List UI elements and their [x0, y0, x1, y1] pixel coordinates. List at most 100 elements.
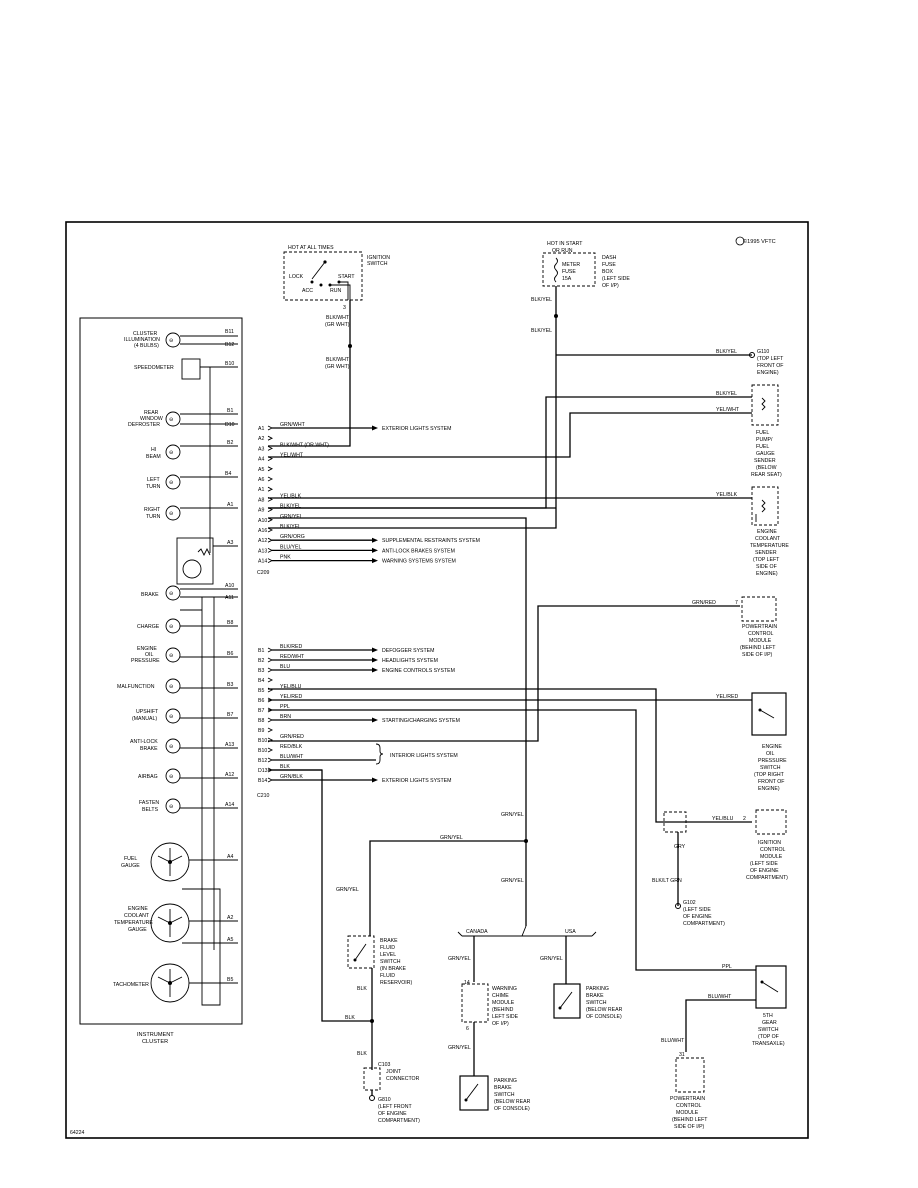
- svg-text:GRN/YEL: GRN/YEL: [448, 956, 471, 962]
- ignition-control-module: IGNITION CONTROL MODULE (LEFT SIDE OF EN…: [746, 809, 788, 881]
- hi-beam-indicator: ⊖ HI BEAM B2: [146, 440, 238, 460]
- svg-text:G110: G110: [757, 349, 769, 355]
- svg-text:GRN/YEL: GRN/YEL: [501, 878, 524, 884]
- pin-arrow-icon: [267, 425, 274, 431]
- pin-arrow-icon: [267, 667, 274, 673]
- svg-text:COMPARTMENT): COMPARTMENT): [378, 1118, 420, 1124]
- svg-text:GEAR: GEAR: [762, 1020, 777, 1026]
- wire-color-label: PPL: [280, 704, 290, 710]
- arrow-icon: [372, 425, 378, 431]
- svg-text:A1: A1: [227, 502, 233, 508]
- svg-text:CONNECTOR: CONNECTOR: [386, 1076, 420, 1082]
- svg-text:5TH: 5TH: [763, 1013, 773, 1019]
- pin-arrow-icon: [267, 537, 274, 543]
- connector-pin: A16: [258, 528, 267, 534]
- svg-text:3: 3: [343, 305, 346, 311]
- svg-text:B1: B1: [227, 408, 233, 414]
- svg-text:B7: B7: [227, 712, 233, 718]
- wire-color-label: RED/WHT: [280, 654, 305, 660]
- svg-text:⊖: ⊖: [169, 450, 173, 456]
- svg-text:(GR WHT): (GR WHT): [325, 364, 350, 370]
- svg-text:DEFROSTER: DEFROSTER: [128, 422, 160, 428]
- svg-text:REAR: REAR: [144, 410, 159, 416]
- svg-text:7: 7: [735, 600, 738, 606]
- svg-text:B11: B11: [225, 329, 234, 335]
- svg-text:AIRBAG: AIRBAG: [138, 774, 158, 780]
- svg-text:BLK/YEL: BLK/YEL: [531, 297, 552, 303]
- svg-text:(TOP LEFT: (TOP LEFT: [757, 356, 784, 362]
- arrow-icon: [372, 777, 378, 783]
- svg-text:(BEHIND: (BEHIND: [492, 1007, 514, 1013]
- svg-text:RESERVOIR): RESERVOIR): [380, 980, 412, 986]
- svg-text:ENGINE): ENGINE): [758, 786, 780, 792]
- svg-text:⊖: ⊖: [169, 480, 173, 486]
- connector-pin: A9: [258, 508, 264, 514]
- powertrain-control-module-1: 7 POWERTRAIN CONTROL MODULE (BEHIND LEFT…: [735, 596, 777, 658]
- svg-text:HOT IN START: HOT IN START: [547, 241, 583, 247]
- svg-text:MODULE: MODULE: [760, 854, 783, 860]
- wire-color-label: RED/BLK: [280, 744, 303, 750]
- wire-color-label: YEL/RED: [280, 694, 302, 700]
- pin-arrow-icon: [267, 747, 274, 753]
- svg-text:SIDE OF I/P): SIDE OF I/P): [674, 1124, 705, 1130]
- svg-text:SWITCH: SWITCH: [494, 1092, 515, 1098]
- system-destination: SUPPLEMENTAL RESTRAINTS SYSTEM: [382, 538, 480, 544]
- svg-text:CONTROL: CONTROL: [748, 631, 773, 637]
- svg-text:BLK: BLK: [357, 986, 367, 992]
- oil-pressure-indicator: ⊖ ENGINE OIL PRESSURE B6: [131, 646, 238, 664]
- svg-text:FLUID: FLUID: [380, 945, 395, 951]
- svg-text:TRANSAXLE): TRANSAXLE): [752, 1041, 785, 1047]
- wire-color-label: BLK/YEL: [280, 524, 301, 530]
- rear-defroster-indicator: ⊖ REAR WINDOW DEFROSTER B1 D10: [128, 408, 238, 428]
- wire-color-label: GRN/YEL: [280, 514, 303, 520]
- connector-pin: A10: [258, 518, 267, 524]
- svg-text:TACHOMETER: TACHOMETER: [113, 982, 149, 988]
- arrow-icon: [372, 657, 378, 663]
- svg-text:BLK: BLK: [345, 1015, 355, 1021]
- svg-text:COOLANT: COOLANT: [124, 913, 150, 919]
- svg-text:WARNING: WARNING: [492, 986, 517, 992]
- svg-text:RUN: RUN: [330, 288, 341, 294]
- svg-text:GRN/YEL: GRN/YEL: [540, 956, 563, 962]
- svg-text:OF I/P): OF I/P): [602, 283, 619, 289]
- svg-text:PRESSURE: PRESSURE: [131, 658, 160, 664]
- svg-text:14: 14: [464, 980, 470, 986]
- powertrain-control-module-2: POWERTRAIN CONTROL MODULE (BEHIND LEFT S…: [670, 1057, 708, 1130]
- fuel-gauge: FUEL GAUGE A4: [121, 842, 238, 882]
- dash-fuse-box: HOT IN START OR RUN METER FUSE 15A DASH …: [542, 241, 630, 289]
- svg-text:B3: B3: [227, 682, 233, 688]
- wire-color-label: YEL/BLU: [280, 684, 302, 690]
- svg-text:FASTEN: FASTEN: [139, 800, 159, 806]
- wire-color-label: YEL/WHT: [280, 453, 304, 459]
- svg-text:COMPARTMENT): COMPARTMENT): [683, 921, 725, 927]
- brake-indicator: ⊖ BRAKE A10 A11: [141, 583, 238, 601]
- svg-text:SENDER: SENDER: [755, 550, 777, 556]
- svg-text:FRONT OF: FRONT OF: [757, 363, 783, 369]
- system-destination: ANTI-LOCK BRAKES SYSTEM: [382, 548, 455, 554]
- svg-text:A10: A10: [225, 583, 234, 589]
- svg-text:POWERTRAIN: POWERTRAIN: [742, 624, 777, 630]
- svg-text:SIDE OF: SIDE OF: [756, 564, 777, 570]
- svg-text:(BELOW REAR: (BELOW REAR: [586, 1007, 623, 1013]
- svg-text:BLK/YEL: BLK/YEL: [531, 328, 552, 334]
- arrow-icon: [372, 667, 378, 673]
- connector-pin: A1: [258, 426, 264, 432]
- svg-text:PARKING: PARKING: [586, 986, 609, 992]
- svg-text:ENGINE): ENGINE): [757, 370, 779, 376]
- parking-brake-switch-usa: PARKING BRAKE SWITCH (BELOW REAR OF CONS…: [553, 983, 623, 1020]
- svg-text:FUEL: FUEL: [124, 856, 137, 862]
- tachometer: TACHOMETER B5: [113, 963, 238, 1003]
- svg-text:BLU/WHT: BLU/WHT: [661, 1038, 685, 1044]
- svg-text:B8: B8: [227, 620, 233, 626]
- svg-text:GRN/RED: GRN/RED: [692, 600, 716, 606]
- cluster-illumination: ⊖ CLUSTER ILLUMINATION (4 BULBS) B11 B12: [124, 329, 238, 349]
- svg-text:(TOP LEFT: (TOP LEFT: [753, 557, 780, 563]
- wire-color-label: BLK/RED: [280, 644, 302, 650]
- arrow-icon: [372, 537, 378, 543]
- svg-text:OF I/P): OF I/P): [492, 1021, 509, 1027]
- svg-text:HOT AT ALL TIMES: HOT AT ALL TIMES: [288, 245, 334, 251]
- pin-arrow-icon: [267, 558, 274, 564]
- svg-text:(GR WHT): (GR WHT): [325, 322, 350, 328]
- svg-text:LEVEL: LEVEL: [380, 952, 396, 958]
